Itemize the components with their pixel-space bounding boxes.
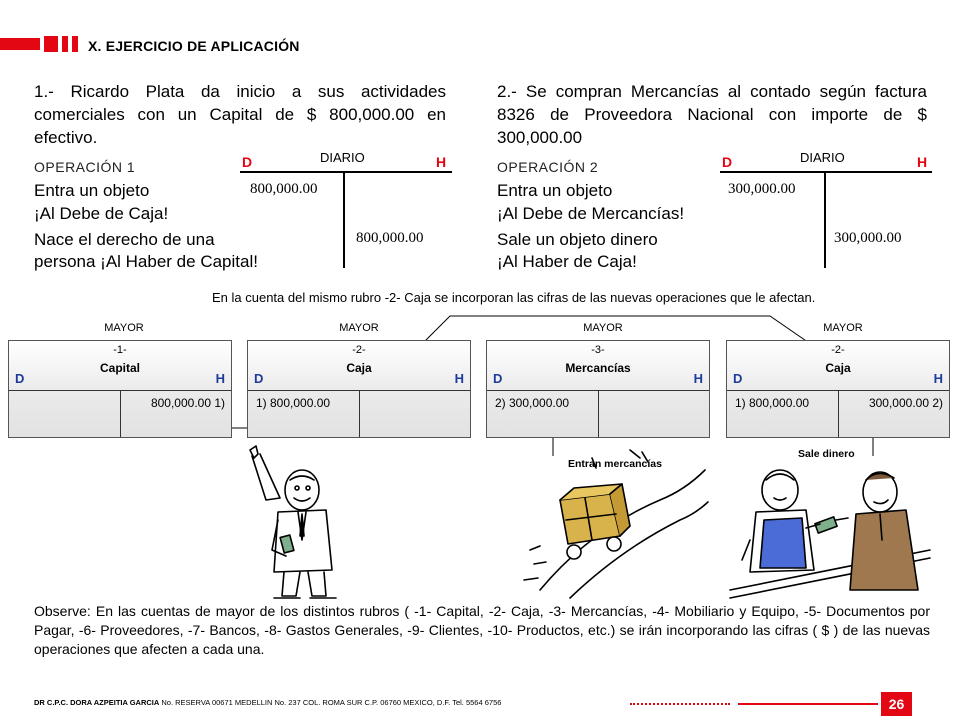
ledger-3-mayor: MAYOR — [583, 322, 623, 334]
diario-2-haber-label: H — [917, 154, 928, 170]
observe-paragraph: Observe: En las cuentas de mayor de los … — [34, 603, 930, 657]
ledger-caja: -2- Caja D H 1) 800,000.00 — [247, 340, 471, 438]
ledger-1-mayor: MAYOR — [104, 322, 144, 334]
diario-2-divider — [824, 171, 826, 268]
diario-2-top-rule — [720, 171, 932, 173]
diario-1-debe-amount: 800,000.00 — [250, 181, 318, 197]
operacion-2-line-2: ¡Al Debe de Mercancías! — [497, 204, 685, 223]
footer-author: DR C.P.C. DORA AZPEITIA GARCIA — [34, 698, 160, 707]
businessman-illustration — [249, 445, 337, 599]
diario-1-label: DIARIO — [320, 150, 365, 165]
ejercicio-1-text: 1.- Ricardo Plata da inicio a sus activi… — [34, 82, 446, 147]
operacion-1-line-2: ¡Al Debe de Caja! — [34, 204, 169, 223]
ledger-divider — [359, 390, 360, 437]
ledger-name: Caja — [346, 361, 372, 375]
operacion-1-line-3: Nace el derecho de una — [34, 230, 215, 249]
footer-text: DR C.P.C. DORA AZPEITIA GARCIA No. RESER… — [34, 698, 501, 707]
diario-2-debe-amount: 300,000.00 — [728, 181, 796, 197]
ledger-divider — [598, 390, 599, 437]
header-bar-3 — [62, 36, 68, 52]
caption-sale-dinero: Sale dinero — [798, 448, 855, 460]
footer-details: No. RESERVA 00671 MEDELLIN No. 237 COL. … — [159, 698, 502, 707]
ledger-number: -2- — [352, 344, 366, 356]
operacion-2-label: OPERACIÓN 2 — [497, 159, 599, 175]
ledger-name: Capital — [99, 361, 140, 375]
section-title: X. EJERCICIO DE APLICACIÓN — [88, 38, 300, 54]
diario-2-haber-amount: 300,000.00 — [834, 230, 902, 246]
operacion-2-line-3: Sale un objeto dinero — [497, 230, 658, 249]
ledger-4-mayor: MAYOR — [823, 322, 863, 334]
footer-dotted-rule — [630, 703, 730, 705]
ledger-debe-label: D — [733, 371, 743, 386]
ledger-number: -3- — [591, 344, 605, 356]
ledger-debe-value: 1) 800,000.00 — [256, 396, 331, 410]
operacion-2-line-4: ¡Al Haber de Caja! — [497, 252, 637, 271]
header-bar-4 — [72, 36, 78, 52]
operacion-1-line-1: Entra un objeto — [34, 181, 150, 200]
ledger-divider — [838, 390, 839, 437]
ledger-haber-label: H — [454, 371, 464, 386]
page-number: 26 — [881, 692, 912, 716]
ledger-divider — [120, 390, 121, 437]
operacion-2-line-1: Entra un objeto — [497, 181, 613, 200]
ledger-capital: -1- Capital D H 800,000.00 1) — [8, 340, 232, 438]
header-bar-2 — [44, 36, 58, 52]
ledger-debe-value: 2) 300,000.00 — [495, 396, 570, 410]
ledger-caja-2: -2- Caja D H 1) 800,000.00 300,000.00 2) — [726, 340, 950, 438]
diario-1-divider — [343, 171, 345, 268]
ejercicio-2-text: 2.- Se compran Mercancías al contado seg… — [497, 82, 927, 147]
ledger-2-mayor: MAYOR — [339, 322, 379, 334]
ledger-haber-value: 300,000.00 2) — [868, 396, 943, 410]
diario-1-top-rule — [240, 171, 452, 173]
ledger-debe-label: D — [493, 371, 503, 386]
ledger-mercancias: -3- Mercancías D H 2) 300,000.00 — [486, 340, 710, 438]
diario-1-haber-amount: 800,000.00 — [356, 230, 424, 246]
ledger-name: Caja — [825, 361, 851, 375]
operacion-1-label: OPERACIÓN 1 — [34, 159, 136, 175]
diario-2-debe-label: D — [722, 154, 733, 170]
ledger-number: -1- — [113, 344, 127, 356]
diario-2-label: DIARIO — [800, 150, 845, 165]
ledger-haber-label: H — [215, 371, 225, 386]
money-exchange-illustration — [729, 469, 931, 599]
ledger-name: Mercancías — [565, 361, 631, 375]
ledger-haber-label: H — [693, 371, 703, 386]
footer-solid-rule — [738, 703, 878, 705]
ledger-haber-value: 800,000.00 1) — [150, 396, 225, 410]
caption-entran-mercancias: Entran mercancías — [568, 458, 662, 470]
ledger-haber-label: H — [933, 371, 943, 386]
ledger-number: -2- — [831, 344, 845, 356]
diario-1-debe-label: D — [242, 154, 253, 170]
ledger-debe-label: D — [254, 371, 264, 386]
merchandise-cart-illustration — [523, 449, 709, 599]
header-bar-1 — [0, 38, 40, 50]
operacion-1-line-4: persona ¡Al Haber de Capital! — [34, 252, 258, 271]
ledger-debe-value: 1) 800,000.00 — [735, 396, 810, 410]
caja-note: En la cuenta del mismo rubro -2- Caja se… — [212, 290, 816, 305]
diario-1-haber-label: H — [436, 154, 447, 170]
ledger-debe-label: D — [15, 371, 25, 386]
